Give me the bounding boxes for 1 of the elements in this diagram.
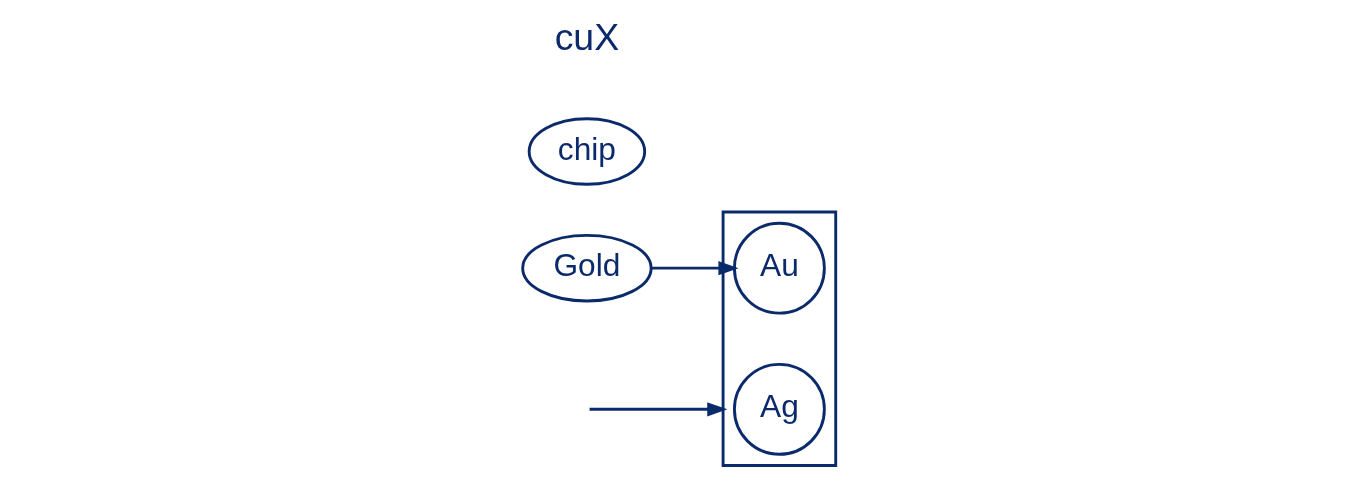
label: cuX: [554, 15, 620, 58]
